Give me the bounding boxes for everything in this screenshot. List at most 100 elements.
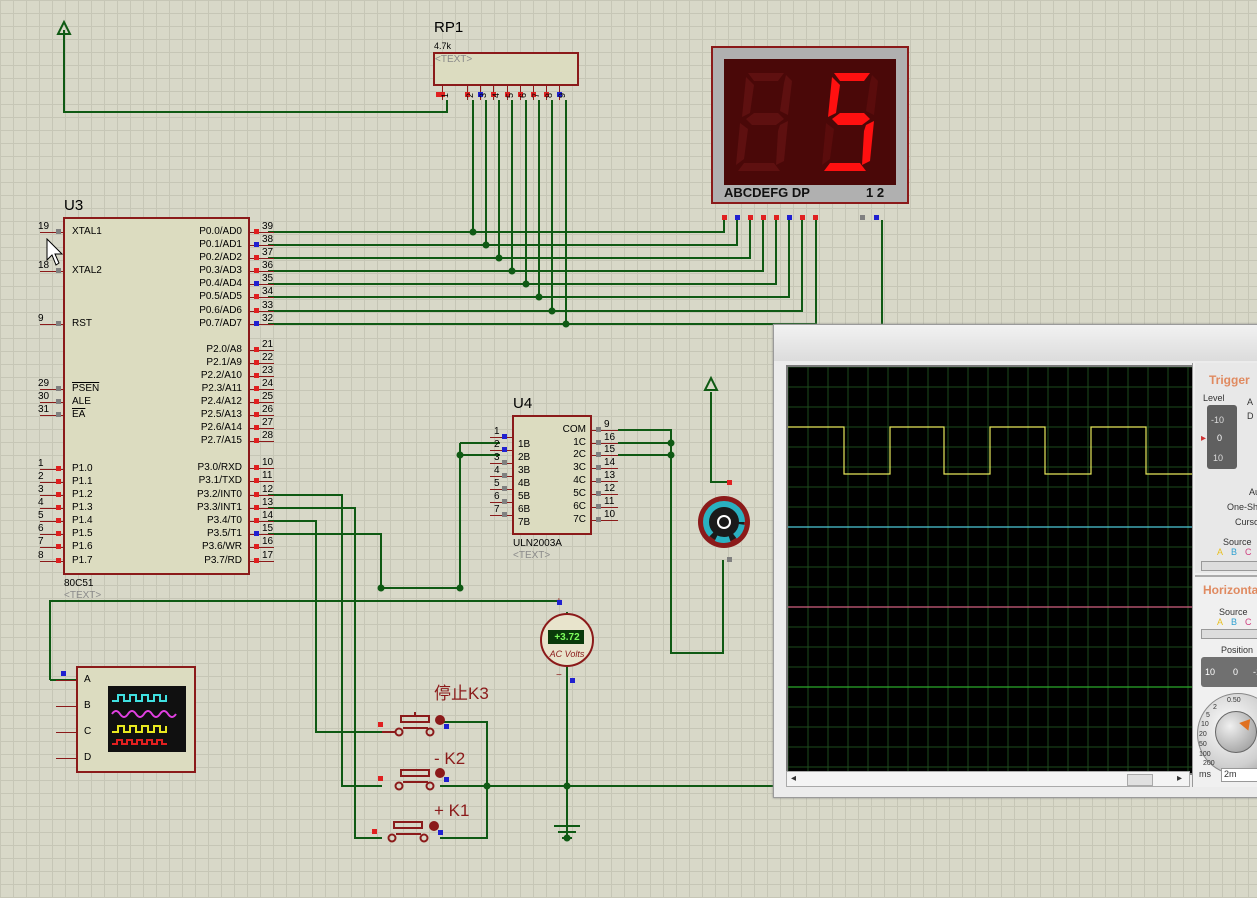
pin-marker[interactable] <box>502 434 507 439</box>
pin-marker[interactable] <box>254 386 259 391</box>
pin-marker[interactable] <box>722 215 727 220</box>
pin-marker[interactable] <box>502 499 507 504</box>
pin-marker[interactable] <box>478 92 484 97</box>
pin-marker[interactable] <box>56 321 61 326</box>
u4-body[interactable] <box>512 415 592 535</box>
pin-marker[interactable] <box>570 678 575 683</box>
pin-marker[interactable] <box>254 505 259 510</box>
trigger-source-c[interactable]: C <box>1245 547 1252 557</box>
pin-marker[interactable] <box>56 492 61 497</box>
pin-marker[interactable] <box>727 557 732 562</box>
pin-marker[interactable] <box>254 478 259 483</box>
pin-marker[interactable] <box>56 386 61 391</box>
pin-marker[interactable] <box>596 465 601 470</box>
wire-u4-2c[interactable] <box>618 454 724 654</box>
pin-marker[interactable] <box>254 544 259 549</box>
pin-marker[interactable] <box>56 505 61 510</box>
pin-marker[interactable] <box>254 242 259 247</box>
wire-p01[interactable] <box>268 220 738 246</box>
wire-p05[interactable] <box>268 220 790 298</box>
pin-marker[interactable] <box>56 479 61 484</box>
pin-marker[interactable] <box>254 347 259 352</box>
pin-marker[interactable] <box>517 92 523 97</box>
pin-marker[interactable] <box>465 92 470 97</box>
u3-body[interactable] <box>63 217 250 575</box>
pin-marker[interactable] <box>596 427 601 432</box>
scroll-thumb[interactable] <box>1127 774 1153 786</box>
pin-marker[interactable] <box>254 425 259 430</box>
trigger-level-slider[interactable] <box>1207 405 1237 469</box>
horizontal-position-slider[interactable] <box>1201 657 1257 687</box>
pin-marker[interactable] <box>800 215 805 220</box>
pin-marker[interactable] <box>735 215 740 220</box>
pin-marker[interactable] <box>813 215 818 220</box>
wire-u4-1c[interactable] <box>618 442 672 455</box>
power-terminal-icon[interactable] <box>56 19 72 35</box>
oscilloscope-screen[interactable] <box>786 365 1194 775</box>
trigger-one-shot[interactable]: One-Sh <box>1227 502 1257 512</box>
pin-marker[interactable] <box>531 92 536 97</box>
pin-marker[interactable] <box>254 518 259 523</box>
scroll-left-icon[interactable]: ◂ <box>791 773 797 784</box>
ac-voltmeter-icon[interactable] <box>540 613 594 667</box>
pin-marker[interactable] <box>56 229 61 234</box>
horiz-source-b[interactable]: B <box>1231 617 1238 627</box>
pin-marker[interactable] <box>254 268 259 273</box>
pin-marker[interactable] <box>491 92 497 97</box>
button-k2-symbol[interactable] <box>394 769 435 791</box>
pin-marker[interactable] <box>557 600 562 605</box>
pin-marker[interactable] <box>254 373 259 378</box>
oscilloscope-scrollbar[interactable]: ◂ ▸ <box>786 771 1190 787</box>
trigger-auto[interactable]: Au <box>1249 487 1257 497</box>
pin-marker[interactable] <box>502 460 507 465</box>
oscilloscope-window[interactable]: ◂ ▸ Trigger Level A D -10 0 10 ▸ Au One-… <box>773 324 1257 798</box>
pin-marker[interactable] <box>596 491 601 496</box>
pin-marker[interactable] <box>254 360 259 365</box>
power-terminal-icon[interactable] <box>703 375 719 391</box>
pin-marker[interactable] <box>378 776 383 781</box>
pin-marker[interactable] <box>254 294 259 299</box>
pin-marker[interactable] <box>378 722 383 727</box>
pin-marker[interactable] <box>444 724 449 729</box>
oscilloscope-titlebar[interactable] <box>774 325 1257 361</box>
pin-marker[interactable] <box>254 492 259 497</box>
pin-marker[interactable] <box>502 486 507 491</box>
dc-motor-icon[interactable] <box>698 496 750 548</box>
wire-p00[interactable] <box>268 220 725 233</box>
pin-marker[interactable] <box>56 558 61 563</box>
wire-p34[interactable] <box>268 520 382 733</box>
wire-p02[interactable] <box>268 220 751 259</box>
pin-marker[interactable] <box>557 92 563 97</box>
wire-p35[interactable] <box>268 533 382 588</box>
pin-marker[interactable] <box>254 558 259 563</box>
wire-scope-a[interactable] <box>49 600 560 680</box>
trigger-cursor[interactable]: Curso <box>1235 517 1257 527</box>
wire-u4-com[interactable] <box>618 429 672 443</box>
trigger-source-a[interactable]: A <box>1217 547 1224 557</box>
pin-marker[interactable] <box>254 412 259 417</box>
pin-marker[interactable] <box>774 215 779 220</box>
pin-marker[interactable] <box>787 215 792 220</box>
trigger-source-slider[interactable] <box>1201 561 1257 571</box>
wire-p04[interactable] <box>268 220 777 285</box>
pin-marker[interactable] <box>254 321 259 326</box>
horiz-source-c[interactable]: C <box>1245 617 1252 627</box>
wire-rp1-common[interactable] <box>63 30 448 113</box>
pin-marker[interactable] <box>254 255 259 260</box>
pin-marker[interactable] <box>56 544 61 549</box>
pin-marker[interactable] <box>596 452 601 457</box>
pin-marker[interactable] <box>436 92 441 97</box>
horiz-source-a[interactable]: A <box>1217 617 1224 627</box>
pin-marker[interactable] <box>254 531 259 536</box>
wire-p06[interactable] <box>268 220 803 312</box>
pin-marker[interactable] <box>874 215 879 220</box>
pin-marker[interactable] <box>748 215 753 220</box>
button-k1-symbol[interactable] <box>387 821 429 843</box>
pin-marker[interactable] <box>544 92 550 97</box>
pin-marker[interactable] <box>502 512 507 517</box>
wire-u4-in2[interactable] <box>381 454 500 589</box>
pin-marker[interactable] <box>438 830 443 835</box>
pin-marker[interactable] <box>254 308 259 313</box>
pin-marker[interactable] <box>596 517 601 522</box>
pin-marker[interactable] <box>502 447 507 452</box>
